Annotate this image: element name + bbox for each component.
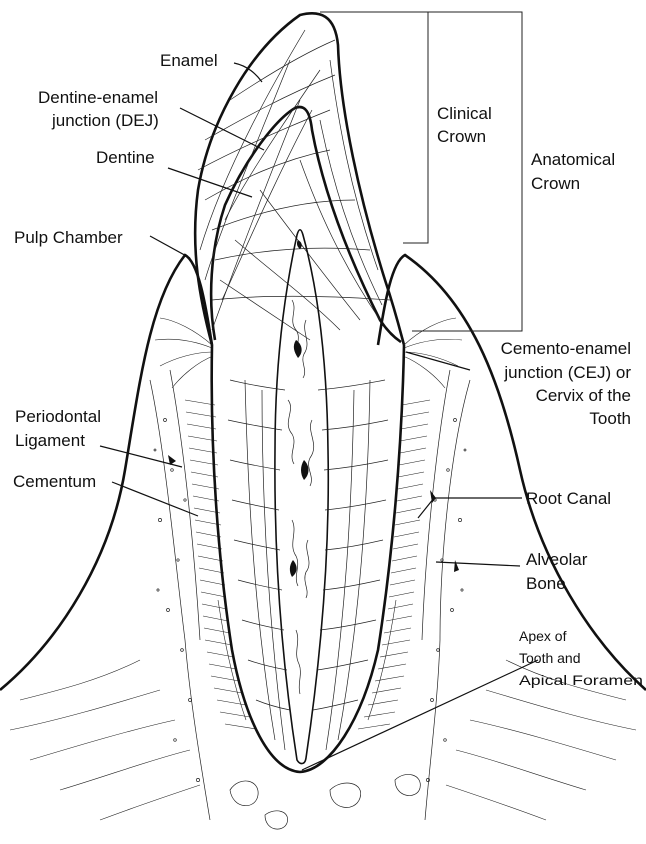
dej-outline — [211, 107, 401, 342]
label-root-canal: Root Canal — [526, 489, 611, 508]
label-periodontal-line2: Ligament — [15, 431, 85, 450]
pulp-chamber — [275, 230, 328, 764]
labels: Enamel Dentine-enamel junction (DEJ) Den… — [13, 51, 643, 688]
label-alveolar-line1: Alveolar — [526, 550, 588, 569]
label-anatomical-line1: Anatomical — [531, 150, 615, 169]
label-apex-line1: Apex of — [519, 628, 567, 644]
label-apex-line3: Apical Foramen — [519, 672, 643, 688]
label-clinical-line2: Crown — [437, 127, 486, 146]
label-anatomical-line2: Crown — [531, 174, 580, 193]
crown-brackets — [320, 12, 522, 331]
label-cej-line2: junction (CEJ) or — [503, 363, 631, 382]
label-cej-line3: Cervix of the — [536, 386, 631, 405]
label-cej-line1: Cemento-enamel — [501, 339, 631, 358]
tooth — [195, 13, 404, 772]
label-periodontal-line1: Periodontal — [15, 407, 101, 426]
leader-lines — [100, 63, 538, 770]
leader-apex — [302, 660, 538, 770]
leader-pulp-chamber — [150, 236, 190, 258]
leader-enamel — [234, 63, 262, 82]
periodontal-ligament-fibers — [155, 318, 462, 729]
leader-alveolar — [436, 562, 520, 566]
root-outline — [212, 345, 404, 772]
leader-dentine — [168, 168, 252, 197]
leader-cej — [406, 352, 470, 370]
label-dej-line1: Dentine-enamel — [38, 88, 158, 107]
label-dej-line2: junction (DEJ) — [51, 111, 159, 130]
label-cementum: Cementum — [13, 472, 96, 491]
label-alveolar-line2: Bone — [526, 574, 566, 593]
label-apex-line2: Tooth and — [519, 650, 581, 666]
label-dentine: Dentine — [96, 148, 155, 167]
label-enamel: Enamel — [160, 51, 218, 70]
label-clinical-line1: Clinical — [437, 104, 492, 123]
label-cej-line4: Tooth — [589, 409, 631, 428]
label-pulp-chamber: Pulp Chamber — [14, 228, 123, 247]
